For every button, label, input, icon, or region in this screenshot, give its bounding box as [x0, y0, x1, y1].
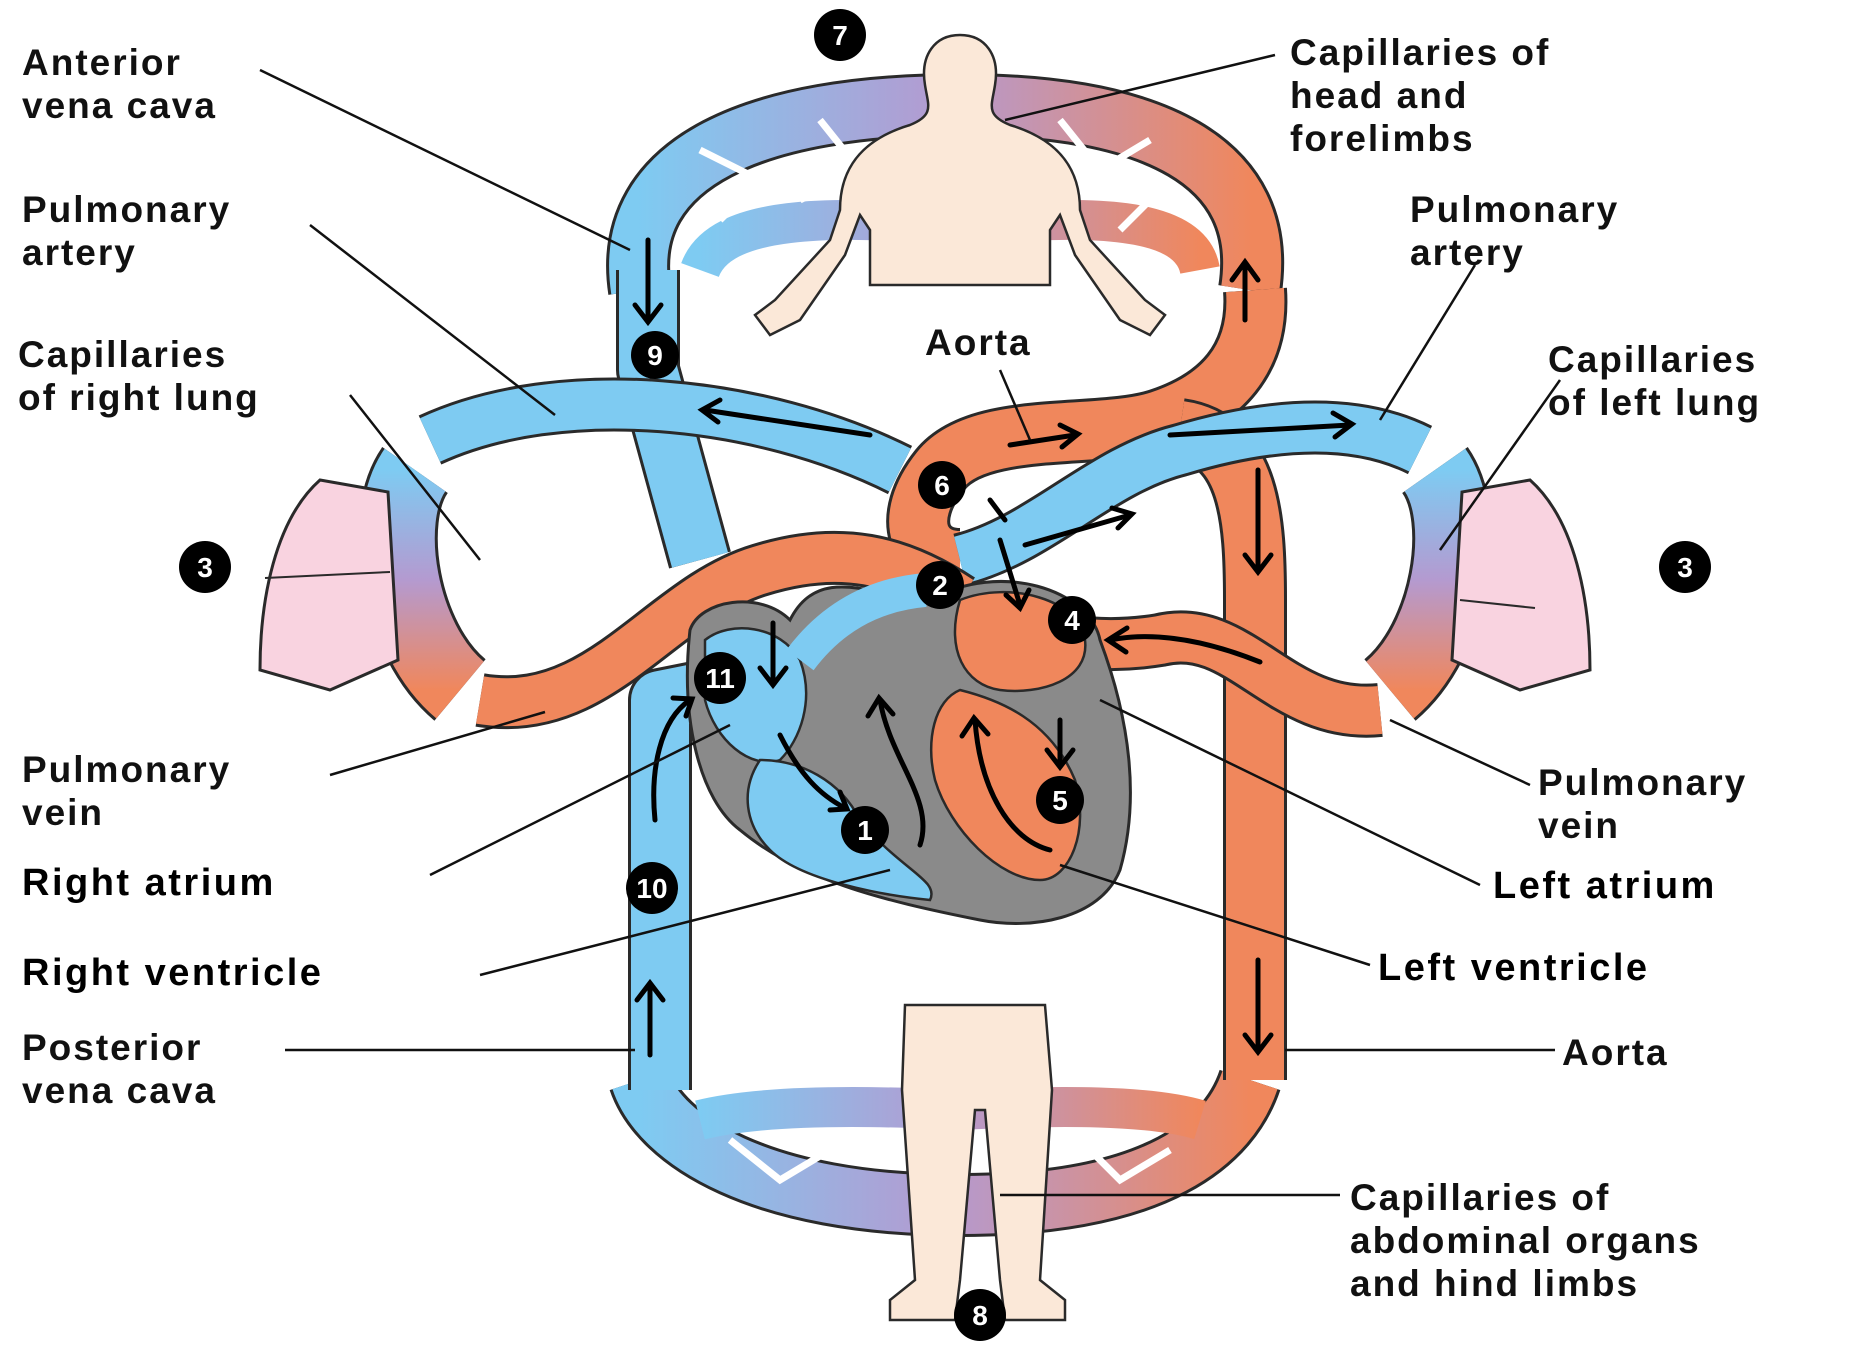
svg-text:3: 3 [1677, 552, 1693, 583]
label-pulmonary-artery-right-line1: Pulmonary [22, 189, 231, 230]
label-capillaries-right-lung-line1: Capillaries [18, 334, 227, 375]
svg-text:1: 1 [857, 815, 873, 846]
marker-10: 10 [626, 862, 678, 914]
svg-text:3: 3 [197, 552, 213, 583]
label-pulmonary-vein-right-line1: Pulmonary [22, 749, 231, 790]
svg-text:7: 7 [832, 20, 848, 51]
label-pulmonary-artery-left-line2: artery [1410, 232, 1525, 273]
svg-text:9: 9 [647, 340, 663, 371]
label-right-ventricle: Right ventricle [22, 952, 323, 994]
label-posterior-vena-cava-line1: Posterior [22, 1027, 202, 1068]
label-capillaries-head-line3: forelimbs [1290, 118, 1475, 159]
upper-body-figure [755, 35, 1165, 335]
marker-7: 7 [814, 9, 866, 61]
svg-text:2: 2 [932, 570, 948, 601]
svg-text:4: 4 [1064, 605, 1080, 636]
svg-text:5: 5 [1052, 785, 1068, 816]
marker-3-right: 3 [1659, 541, 1711, 593]
svg-text:10: 10 [636, 873, 667, 904]
svg-text:11: 11 [705, 663, 735, 694]
marker-6: 6 [918, 461, 966, 509]
marker-1: 1 [841, 806, 889, 854]
right-lung [260, 480, 398, 690]
marker-11: 11 [694, 652, 746, 704]
label-capillaries-left-lung-line2: of left lung [1548, 382, 1761, 423]
marker-3-left: 3 [179, 541, 231, 593]
label-pulmonary-artery-right-line2: artery [22, 232, 137, 273]
svg-text:8: 8 [972, 1300, 988, 1331]
label-capillaries-abdominal-line2: abdominal organs [1350, 1220, 1701, 1261]
label-right-atrium: Right atrium [22, 862, 276, 904]
label-pulmonary-vein-left-line1: Pulmonary [1538, 762, 1747, 803]
label-capillaries-head-line2: head and [1290, 75, 1468, 116]
label-capillaries-abdominal-line1: Capillaries of [1350, 1177, 1610, 1218]
svg-text:6: 6 [934, 470, 950, 501]
label-pulmonary-vein-right-line2: vein [22, 792, 104, 833]
label-pulmonary-artery-left-line1: Pulmonary [1410, 189, 1619, 230]
label-aorta-top: Aorta [925, 322, 1032, 363]
left-lung [1452, 480, 1590, 690]
label-left-atrium: Left atrium [1493, 865, 1717, 907]
label-posterior-vena-cava-line2: vena cava [22, 1070, 217, 1111]
label-pulmonary-vein-left-line2: vein [1538, 805, 1620, 846]
label-capillaries-right-lung-line2: of right lung [18, 377, 260, 418]
marker-4: 4 [1048, 596, 1096, 644]
label-left-ventricle: Left ventricle [1378, 947, 1650, 989]
marker-9: 9 [631, 331, 679, 379]
label-anterior-vena-cava-line2: vena cava [22, 85, 217, 126]
label-capillaries-head-line1: Capillaries of [1290, 32, 1550, 73]
label-capillaries-left-lung-line1: Capillaries [1548, 339, 1757, 380]
lower-body-figure [890, 1005, 1065, 1320]
label-capillaries-abdominal-line3: and hind limbs [1350, 1263, 1639, 1304]
marker-8: 8 [954, 1289, 1006, 1341]
label-aorta-bottom: Aorta [1562, 1032, 1669, 1073]
marker-2: 2 [916, 561, 964, 609]
marker-5: 5 [1036, 776, 1084, 824]
label-anterior-vena-cava-line1: Anterior [22, 42, 182, 83]
